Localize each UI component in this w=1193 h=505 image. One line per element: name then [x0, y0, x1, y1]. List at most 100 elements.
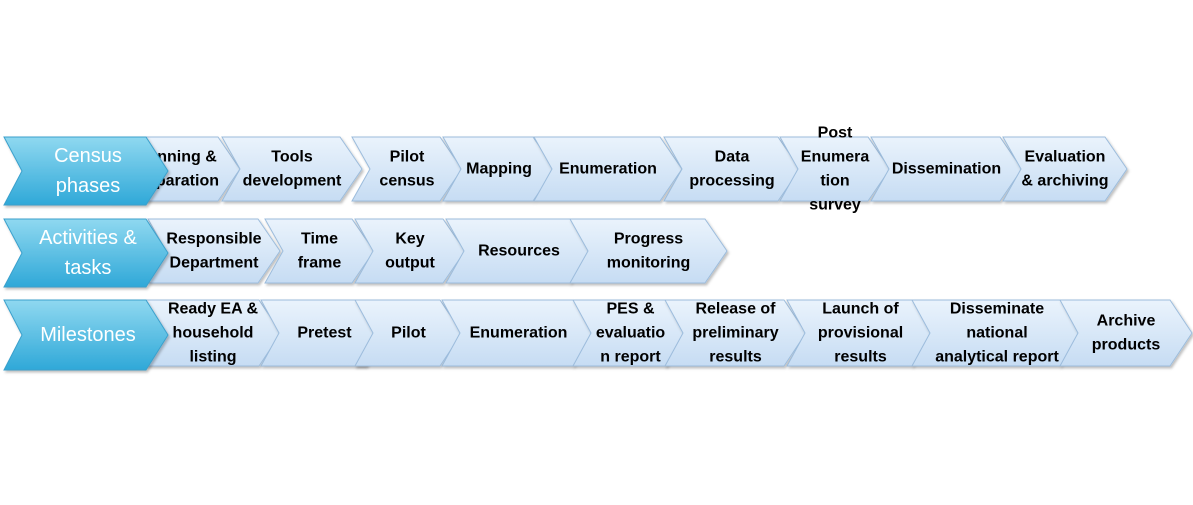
- step-label-line: analytical report: [935, 349, 1059, 366]
- step-label-line: Enumeration: [559, 161, 657, 178]
- step-label-line: Pretest: [297, 325, 352, 342]
- step-chevron: Ready EA & household listing: [144, 299, 282, 367]
- row-header-label-line: tasks: [65, 257, 112, 279]
- step-label-line: Post: [818, 125, 853, 142]
- step-label: Pilot: [391, 325, 426, 342]
- step-shape: [663, 136, 801, 202]
- step-label-line: tion: [820, 173, 849, 190]
- step-label-line: results: [709, 349, 762, 366]
- step-label-line: development: [243, 173, 342, 190]
- step-label: Disseminate national analytical report: [935, 301, 1059, 366]
- step-label: Data processing: [689, 149, 774, 190]
- row-header-label-line: Activities &: [39, 227, 137, 249]
- step-label: Dissemination: [892, 161, 1001, 178]
- step-label: Launch of provisional results: [818, 301, 903, 366]
- step-label-line: Ready EA &: [168, 301, 259, 318]
- step-label-line: preliminary: [692, 325, 778, 342]
- step-label-line: Pilot: [391, 325, 426, 342]
- step-chevron: PES & evaluatio n report: [572, 299, 689, 367]
- step-label-line: processing: [689, 173, 774, 190]
- step-label-line: Enumera: [801, 149, 870, 166]
- step-chevron: Pretest: [260, 299, 389, 367]
- step-shape: [1002, 136, 1128, 202]
- step-label: PES & evaluatio n report: [596, 301, 666, 366]
- row-header-label: Activities & tasks: [39, 227, 137, 279]
- step-label-line: Resources: [478, 243, 560, 260]
- step-label: Resources: [478, 243, 560, 260]
- step-label: Release of preliminary results: [692, 301, 778, 366]
- row-header-chevron: Activities & tasks: [3, 218, 169, 288]
- row-header-chevron: Milestones: [3, 299, 169, 371]
- step-shape: [221, 136, 363, 202]
- row-header-label: Milestones: [40, 324, 136, 346]
- step-shape: [264, 218, 375, 284]
- step-label-line: output: [385, 255, 435, 272]
- step-label: Time frame: [298, 231, 342, 272]
- step-label-line: results: [834, 349, 887, 366]
- step-label-line: Pilot: [390, 149, 425, 166]
- step-label-line: Progress: [614, 231, 683, 248]
- step-label-line: Release of: [695, 301, 776, 318]
- step-chevron: Time frame: [264, 218, 375, 284]
- step-label-line: PES &: [606, 301, 654, 318]
- step-label-line: household: [173, 325, 254, 342]
- step-chevron: Pilot census: [351, 136, 463, 202]
- step-chevron: Evaluation& archiving: [1002, 136, 1128, 202]
- header-shape: [3, 218, 169, 288]
- step-label-line: listing: [189, 349, 236, 366]
- step-label-line: Evaluation: [1025, 149, 1106, 166]
- step-label-line: Launch of: [822, 301, 899, 318]
- step-label-line: Time: [301, 231, 338, 248]
- step-shape: [870, 136, 1023, 202]
- step-label-line: Disseminate: [950, 301, 1044, 318]
- step-chevron: Enumeration: [441, 299, 596, 367]
- step-shape: [533, 136, 683, 202]
- step-label-line: Responsible: [166, 231, 261, 248]
- step-shape: [664, 299, 807, 367]
- step-chevron: Disseminate national analytical report: [911, 299, 1083, 367]
- step-chevron: Mapping: [442, 136, 556, 202]
- step-label-line: Data: [715, 149, 750, 166]
- step-label-line: provisional: [818, 325, 903, 342]
- step-label-line: Mapping: [466, 161, 532, 178]
- step-label-line: n report: [600, 349, 661, 366]
- step-chevron: Enumeration: [533, 136, 683, 202]
- step-label-line: evaluatio: [596, 325, 666, 342]
- step-chevron: Release of preliminary results: [664, 299, 807, 367]
- step-label-line: frame: [298, 255, 342, 272]
- step-chevron: Launch of provisional results: [786, 299, 935, 367]
- step-shape: [442, 136, 556, 202]
- step-label: Enumeration: [559, 161, 657, 178]
- step-shape: [351, 136, 463, 202]
- header-shape: [3, 136, 169, 206]
- step-shape: [354, 218, 466, 284]
- row-header-label-line: Milestones: [40, 324, 136, 346]
- step-label: Pretest: [297, 325, 352, 342]
- step-label-line: survey: [809, 197, 861, 214]
- step-label-line: Dissemination: [892, 161, 1001, 178]
- step-label-line: census: [379, 173, 434, 190]
- step-chevron: Resources: [445, 218, 593, 284]
- diagram-row-2: Ready EA & household listing Pretest Pilot En…: [3, 299, 1193, 371]
- step-label: Evaluation& archiving: [1021, 149, 1108, 190]
- step-label: Mapping: [466, 161, 532, 178]
- step-label-line: products: [1092, 337, 1161, 354]
- step-chevron: Data processing: [663, 136, 801, 202]
- step-chevron: Pilot: [354, 299, 463, 367]
- step-shape: [779, 136, 891, 202]
- step-shape: [1059, 299, 1193, 367]
- step-label-line: national: [966, 325, 1027, 342]
